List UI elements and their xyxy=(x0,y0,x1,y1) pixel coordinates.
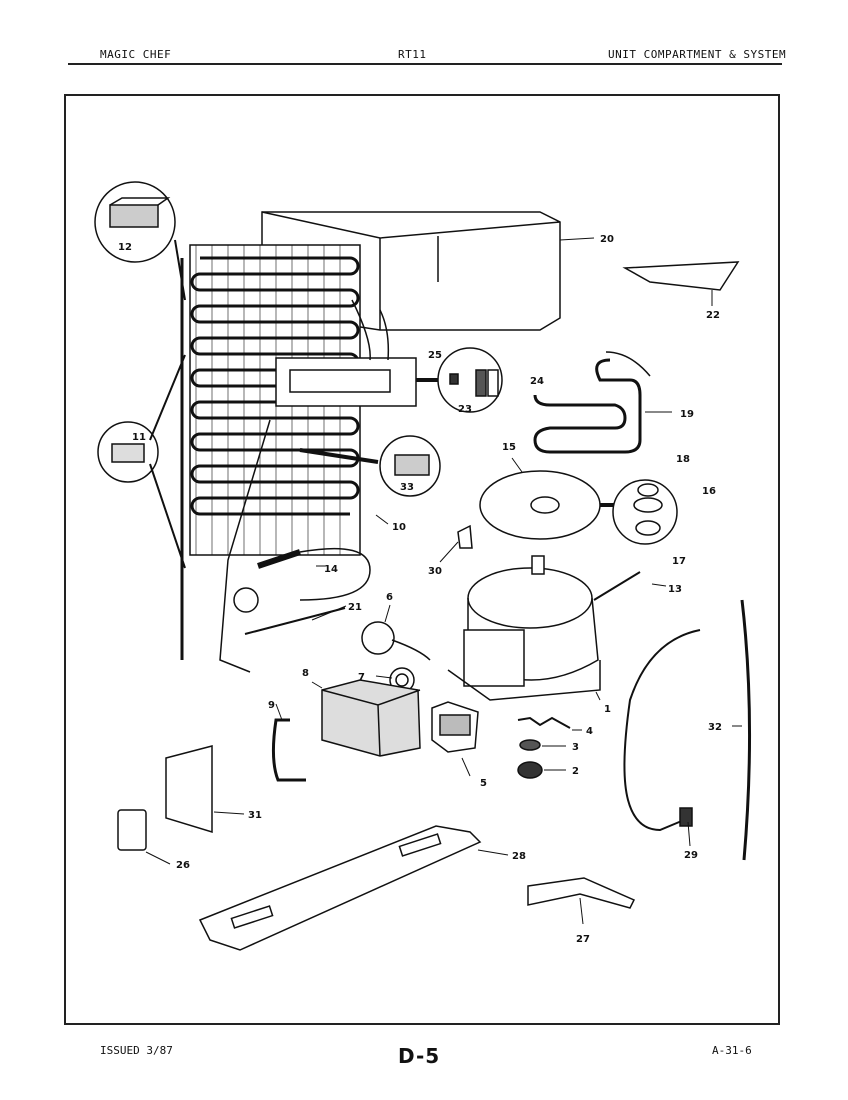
part-15-drain-tray xyxy=(479,470,620,540)
footer-code: A-31-6 xyxy=(712,1044,752,1057)
part-21-tube xyxy=(244,607,346,635)
callout-label-21: 21 xyxy=(348,602,362,613)
part-8-terminal-cover xyxy=(321,679,421,757)
callout-label-19: 19 xyxy=(680,409,694,420)
callout-label-2: 2 xyxy=(572,766,579,777)
callout-label-6: 6 xyxy=(386,592,393,603)
part-19-heater xyxy=(533,351,651,454)
callout-label-15: 15 xyxy=(502,442,516,453)
callout-label-4: 4 xyxy=(586,726,593,737)
part-4-clip xyxy=(517,716,571,729)
callout-label-12: 12 xyxy=(118,242,132,253)
callout-label-27: 27 xyxy=(576,934,590,945)
callout-label-33: 33 xyxy=(400,482,414,493)
header-rule xyxy=(68,63,782,65)
part-1-compressor xyxy=(447,555,601,701)
callout-label-25: 25 xyxy=(428,350,442,361)
part-26-cover xyxy=(117,809,147,851)
callout-labels: 1 2 3 4 5 6 7 8 9 10 11 12 13 14 15 16 1… xyxy=(118,234,722,945)
part-14-drier xyxy=(233,547,371,613)
callout-label-8: 8 xyxy=(302,668,309,679)
callout-33-circle xyxy=(299,435,441,497)
footer-page-number: D-5 xyxy=(398,1044,441,1068)
part-10-condenser xyxy=(180,244,417,673)
callout-label-31: 31 xyxy=(248,810,262,821)
callout-label-10: 10 xyxy=(392,522,406,533)
footer-issued: ISSUED 3/87 xyxy=(100,1044,173,1057)
part-27-bracket xyxy=(527,877,636,909)
callout-12-circle xyxy=(94,181,186,301)
part-31-plate xyxy=(165,745,213,834)
callout-label-16: 16 xyxy=(702,486,716,497)
part-29-power-cord xyxy=(623,629,701,832)
callout-label-29: 29 xyxy=(684,850,698,861)
callout-label-7: 7 xyxy=(358,672,365,683)
callout-label-24: 24 xyxy=(530,376,544,387)
callout-label-1: 1 xyxy=(604,704,611,715)
callout-label-9: 9 xyxy=(268,700,275,711)
callout-label-32: 32 xyxy=(708,722,722,733)
callout-label-14: 14 xyxy=(324,564,338,575)
part-32-tube xyxy=(740,599,752,861)
callout-label-30: 30 xyxy=(428,566,442,577)
callout-label-23: 23 xyxy=(458,404,472,415)
callout-23-25-circle xyxy=(416,347,503,413)
callout-label-11: 11 xyxy=(132,432,146,443)
part-28-base-tray xyxy=(198,825,482,951)
part-6-overload xyxy=(361,621,431,661)
part-22-bracket xyxy=(622,261,740,291)
callout-11-circle xyxy=(97,354,186,569)
callout-16-18-circle xyxy=(612,479,678,545)
callout-label-5: 5 xyxy=(480,778,487,789)
callout-label-20: 20 xyxy=(600,234,614,245)
part-9-clip xyxy=(271,718,306,782)
leader-lines xyxy=(145,237,742,925)
diagram-frame xyxy=(64,94,780,1025)
part-13-tube xyxy=(593,571,641,601)
callout-label-22: 22 xyxy=(706,310,720,321)
part-3-grommet xyxy=(519,739,541,751)
part-5-relay xyxy=(431,701,479,753)
callout-label-18: 18 xyxy=(676,454,690,465)
callout-label-28: 28 xyxy=(512,851,526,862)
part-2-mount xyxy=(517,761,543,779)
part-30-clip xyxy=(457,524,473,549)
header-section: UNIT COMPARTMENT & SYSTEM xyxy=(608,48,787,61)
callout-label-26: 26 xyxy=(176,860,190,871)
callout-label-17: 17 xyxy=(672,556,686,567)
callout-label-13: 13 xyxy=(668,584,682,595)
callout-label-3: 3 xyxy=(572,742,579,753)
header-brand: MAGIC CHEF xyxy=(100,48,172,61)
header-model: RT11 xyxy=(398,48,427,61)
